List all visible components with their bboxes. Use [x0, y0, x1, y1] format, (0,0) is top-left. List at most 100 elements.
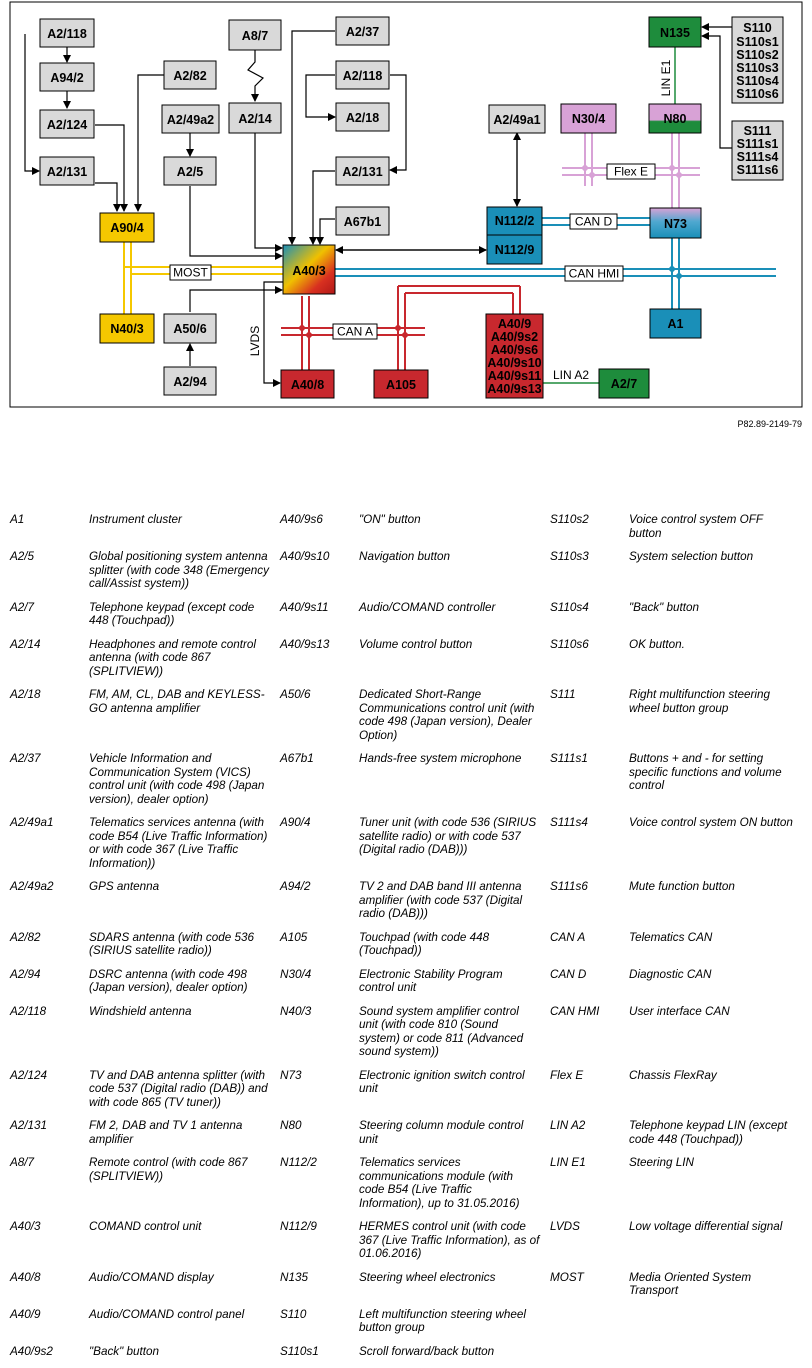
bus-label-most: MOST [170, 265, 211, 280]
legend-description: "Back" button [629, 601, 805, 638]
legend-description [629, 1308, 805, 1345]
legend-code: A2/7 [10, 601, 89, 638]
block-a8-7: A8/7 [229, 20, 281, 50]
block-label: A2/37 [346, 25, 379, 39]
legend-code: A2/18 [10, 688, 89, 752]
legend-description: Windshield antenna [89, 1005, 280, 1069]
legend-code: A40/8 [10, 1271, 89, 1308]
block-label: A2/118 [47, 27, 87, 41]
block-label: N80 [664, 112, 687, 126]
block-n30-4: N30/4 [561, 104, 616, 133]
legend-code: LIN A2 [550, 1119, 629, 1156]
bus-label-can-a: CAN A [333, 324, 377, 339]
bus-label-most-text: MOST [173, 266, 208, 280]
block-a67b1: A67b1 [336, 207, 389, 235]
bus-label-can-d: CAN D [570, 214, 617, 229]
legend-code: A2/131 [10, 1119, 89, 1156]
block-label: A40/8 [291, 378, 324, 392]
block-label: N73 [664, 217, 687, 231]
legend-description: Vehicle Information and Communication Sy… [89, 752, 280, 816]
legend-code: A40/9s2 [10, 1345, 89, 1368]
block-label: A40/9s13 [487, 382, 541, 396]
block-label: S110s3 [736, 61, 778, 75]
legend-code: LIN E1 [550, 1156, 629, 1220]
block-label: A2/5 [177, 165, 203, 179]
legend-code: CAN D [550, 968, 629, 1005]
legend-description: User interface CAN [629, 1005, 805, 1069]
legend-description: Remote control (with code 867 (SPLITVIEW… [89, 1156, 280, 1220]
legend-code: A40/3 [10, 1220, 89, 1271]
legend-description: FM, AM, CL, DAB and KEYLESS-GO antenna a… [89, 688, 280, 752]
legend-description: Right multifunction steering wheel butto… [629, 688, 805, 752]
legend-code: A40/9 [10, 1308, 89, 1345]
block-s111: S111 S111s1 S111s4 S111s6 [732, 121, 783, 180]
legend-description: Buttons + and - for setting specific fun… [629, 752, 805, 816]
block-s110: S110 S110s1 S110s2 S110s3 S110s4 S110s6 [732, 17, 783, 103]
legend-description: Left multifunction steering wheel button… [359, 1308, 550, 1345]
legend-code: A2/5 [10, 550, 89, 601]
legend-description: Navigation button [359, 550, 550, 601]
legend-description: TV and DAB antenna splitter (with code 5… [89, 1069, 280, 1120]
block-label: S110s4 [736, 74, 778, 88]
block-label: A2/18 [346, 111, 379, 125]
legend-description: Telephone keypad (except code 448 (Touch… [89, 601, 280, 638]
bus-label-lin-e1: LIN E1 [659, 59, 673, 96]
legend-description: Telephone keypad LIN (except code 448 (T… [629, 1119, 805, 1156]
legend-description: Diagnostic CAN [629, 968, 805, 1005]
legend-code: A94/2 [280, 880, 359, 931]
legend-code: S110s6 [550, 638, 629, 689]
block-n40-3: N40/3 [100, 314, 154, 343]
block-a2-18: A2/18 [336, 103, 389, 131]
block-label: A40/9s6 [491, 343, 538, 357]
legend-description: Hands-free system microphone [359, 752, 550, 816]
block-label: A2/49a2 [167, 113, 214, 127]
legend-description: Telematics services antenna (with code B… [89, 816, 280, 880]
legend-description: Headphones and remote control antenna (w… [89, 638, 280, 689]
legend-description: OK button. [629, 638, 805, 689]
legend-description: Media Oriented System Transport [629, 1271, 805, 1308]
legend-description: Electronic ignition switch control unit [359, 1069, 550, 1120]
wiring-diagram: MOST CAN HMI CAN A CAN D Flex E LIN E1 L… [0, 0, 812, 430]
legend-description: Audio/COMAND control panel [89, 1308, 280, 1345]
legend-code: S111s4 [550, 816, 629, 880]
legend-description: Volume control button [359, 638, 550, 689]
legend-description: Electronic Stability Program control uni… [359, 968, 550, 1005]
block-label: N30/4 [572, 112, 605, 126]
can-hmi-nodes [668, 265, 683, 280]
legend-description: "ON" button [359, 513, 550, 550]
block-label: S111s4 [737, 150, 779, 164]
block-a2-118-left: A2/118 [40, 19, 94, 47]
block-a2-5: A2/5 [164, 157, 216, 185]
block-a2-131-left: A2/131 [40, 157, 94, 185]
block-label: S110s6 [736, 87, 778, 101]
legend-description: Audio/COMAND controller [359, 601, 550, 638]
legend-description: SDARS antenna (with code 536 (SIRIUS sat… [89, 931, 280, 968]
block-label: A67b1 [344, 215, 382, 229]
block-label: S110 [743, 21, 772, 35]
legend-code: S110s4 [550, 601, 629, 638]
legend-code: S110 [280, 1308, 359, 1345]
legend-code: CAN A [550, 931, 629, 968]
block-a2-37: A2/37 [336, 17, 389, 45]
legend-description: Steering wheel electronics [359, 1271, 550, 1308]
block-label: A40/3 [292, 264, 325, 278]
legend-description: DSRC antenna (with code 498 (Japan versi… [89, 968, 280, 1005]
legend-description: Audio/COMAND display [89, 1271, 280, 1308]
legend-description: GPS antenna [89, 880, 280, 931]
legend-code: A90/4 [280, 816, 359, 880]
legend-code: S110s2 [550, 513, 629, 550]
block-a40-8: A40/8 [281, 370, 334, 398]
block-label: A94/2 [50, 71, 83, 85]
block-label: A40/9s11 [488, 369, 542, 383]
legend-code: S110s3 [550, 550, 629, 601]
bus-label-lvds: LVDS [248, 326, 262, 356]
block-label: A2/82 [173, 69, 206, 83]
block-a94-2: A94/2 [40, 63, 94, 91]
legend-description: Low voltage differential signal [629, 1220, 805, 1271]
block-label: S111s1 [737, 137, 779, 151]
bus-label-can-hmi-text: CAN HMI [569, 267, 620, 281]
legend-description: Instrument cluster [89, 513, 280, 550]
block-label: A40/9s2 [491, 330, 538, 344]
legend-code: A8/7 [10, 1156, 89, 1220]
legend-description: TV 2 and DAB band III antenna amplifier … [359, 880, 550, 931]
